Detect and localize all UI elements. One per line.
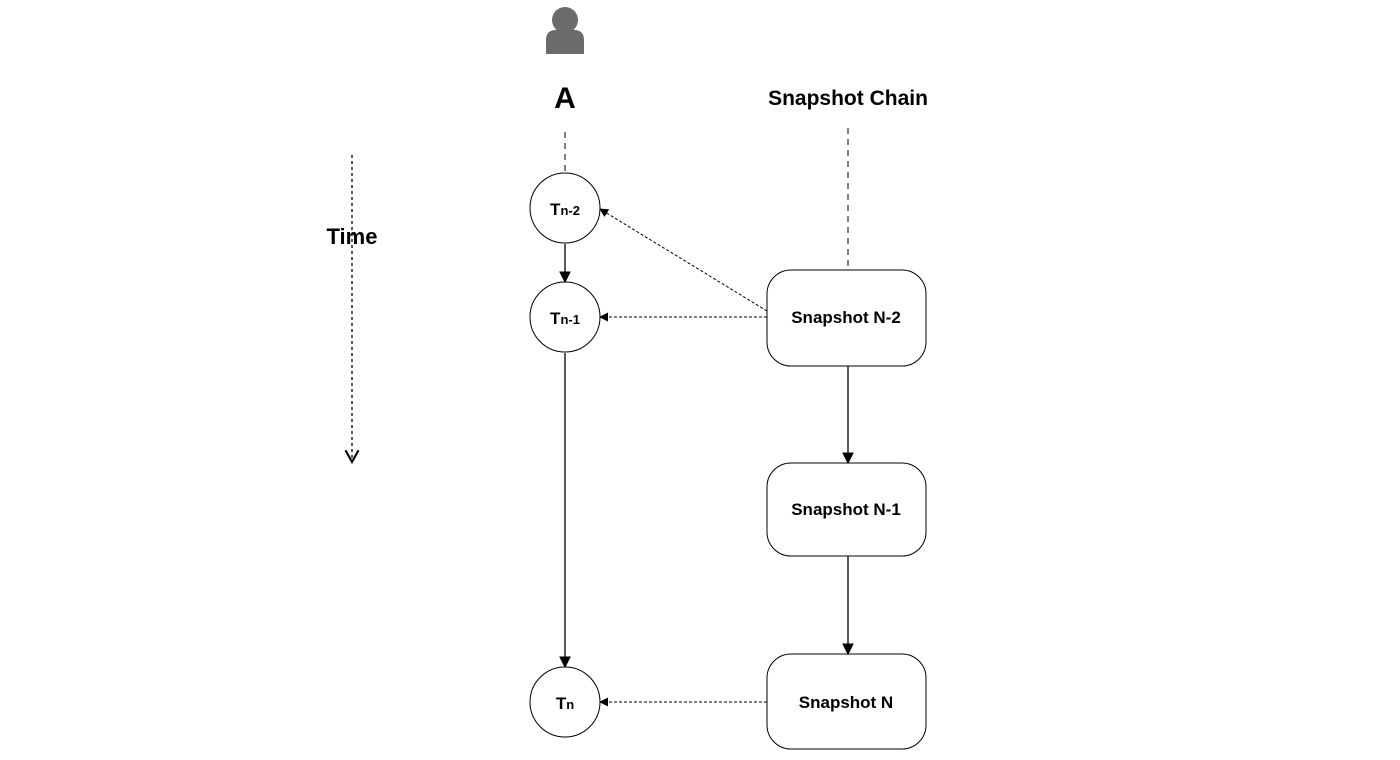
tn1-base: T (550, 309, 561, 328)
snapshot-n-label: Snapshot N (799, 693, 893, 712)
snapshot-node-n1: Snapshot N-1 (766, 462, 927, 557)
snapshot-node-n2: Snapshot N-2 (766, 269, 927, 367)
tn-sub: n (566, 697, 574, 712)
snapshot-n2-label: Snapshot N-2 (791, 308, 901, 327)
tn2-sub: n-2 (560, 203, 580, 218)
svg-text:Tn-1: Tn-1 (550, 309, 580, 328)
snapshot-n1-label: Snapshot N-1 (791, 500, 901, 519)
transaction-node-tn2: Tn-2 (529, 172, 601, 244)
transaction-node-tn1: Tn-1 (529, 281, 601, 353)
tn2-base: T (550, 200, 561, 219)
chain-title: Snapshot Chain (768, 87, 928, 110)
snapshot-node-n: Snapshot N (766, 653, 927, 750)
tn-base: T (556, 694, 567, 713)
transaction-node-tn: Tn (529, 666, 601, 738)
user-icon (546, 7, 584, 54)
svg-text:Tn: Tn (556, 694, 574, 713)
svg-text:Tn-2: Tn-2 (550, 200, 580, 219)
tn1-sub: n-1 (560, 312, 580, 327)
actor-label: A (554, 82, 576, 115)
link-snap-n2-to-tn2 (599, 208, 768, 312)
